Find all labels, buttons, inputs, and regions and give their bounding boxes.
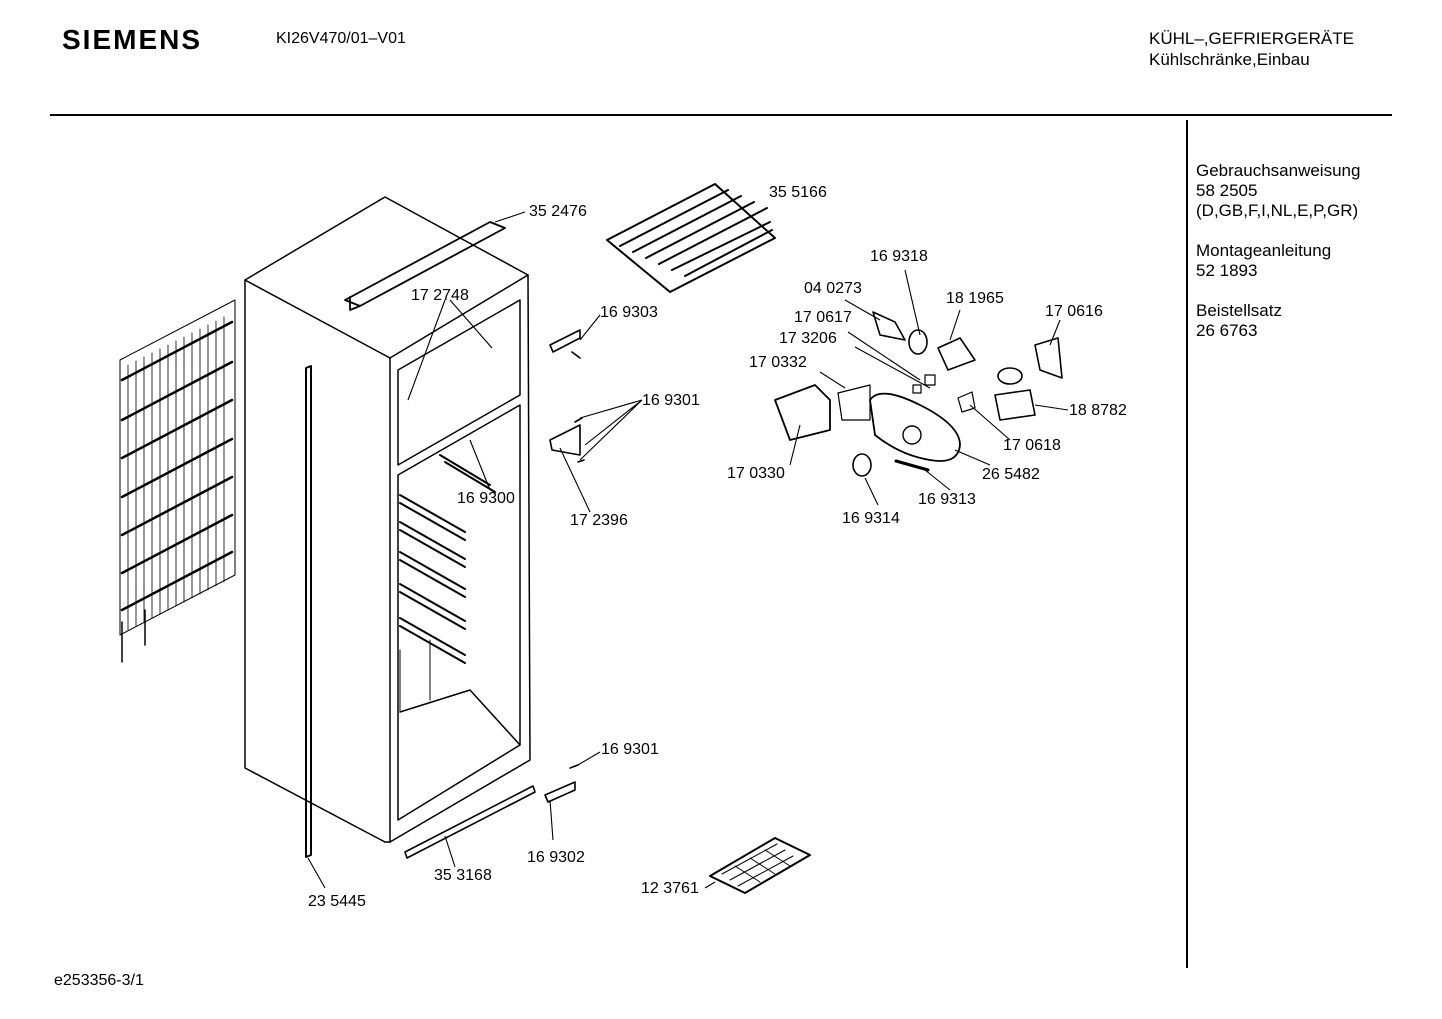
sidebar-divider xyxy=(1186,120,1188,968)
ice-tray xyxy=(709,837,811,894)
doc-installation-number: 52 1893 xyxy=(1196,261,1258,280)
doc-manual-number: 58 2505 xyxy=(1196,181,1258,200)
part-label-170330: 17 0330 xyxy=(727,465,785,482)
part-label-235445: 23 5445 xyxy=(308,893,366,910)
part-labels: 35 2476 35 5166 17 2748 16 9303 16 9301 … xyxy=(308,184,1127,910)
header-divider xyxy=(50,114,1392,116)
doc-manual-title: Gebrauchsanweisung xyxy=(1196,161,1361,180)
part-label-169302: 16 9302 xyxy=(527,849,585,866)
part-label-173206: 17 3206 xyxy=(779,330,837,347)
part-label-040273: 04 0273 xyxy=(804,280,862,297)
brand-logo: SIEMENS xyxy=(62,24,203,55)
doc-kit-number: 26 6763 xyxy=(1196,321,1258,340)
hinge-upper xyxy=(549,329,581,359)
leader-lines xyxy=(307,211,1069,889)
part-label-169301-upper: 16 9301 xyxy=(642,392,700,409)
hinge-middle xyxy=(549,417,585,463)
part-label-169313: 16 9313 xyxy=(918,491,976,508)
part-label-169303: 16 9303 xyxy=(600,304,658,321)
part-label-170332: 17 0332 xyxy=(749,354,807,371)
part-label-172396: 17 2396 xyxy=(570,512,628,529)
top-rail xyxy=(344,221,506,311)
hinge-lower xyxy=(544,764,579,803)
part-label-169301-lower: 16 9301 xyxy=(601,741,659,758)
part-label-172748: 17 2748 xyxy=(411,287,469,304)
doc-kit-title: Beistellsatz xyxy=(1196,301,1282,320)
drawing-code: e253356-3/1 xyxy=(54,972,144,989)
part-label-265482: 26 5482 xyxy=(982,466,1040,483)
cabinet-shelves xyxy=(399,454,496,664)
condenser-coil xyxy=(119,299,236,663)
part-label-170618: 17 0618 xyxy=(1003,437,1061,454)
cabinet-body xyxy=(244,196,531,858)
part-label-352476: 35 2476 xyxy=(529,203,587,220)
bottom-trim-strip xyxy=(404,785,536,859)
part-label-188782: 18 8782 xyxy=(1069,402,1127,419)
part-label-355166: 35 5166 xyxy=(769,184,827,201)
light-thermostat-assembly xyxy=(774,311,1063,477)
doc-installation-title: Montageanleitung xyxy=(1196,241,1332,260)
wire-shelf xyxy=(606,183,776,293)
part-label-169300: 16 9300 xyxy=(457,490,515,507)
part-label-181965: 18 1965 xyxy=(946,290,1004,307)
part-label-169318: 16 9318 xyxy=(870,248,928,265)
category-title: KÜHL–,GEFRIERGERÄTE xyxy=(1149,29,1354,48)
part-label-123761: 12 3761 xyxy=(641,880,699,897)
doc-manual-languages: (D,GB,F,I,NL,E,P,GR) xyxy=(1196,201,1359,220)
part-label-169314: 16 9314 xyxy=(842,510,900,527)
part-label-170617: 17 0617 xyxy=(794,309,852,326)
part-label-353168: 35 3168 xyxy=(434,867,492,884)
part-label-170616: 17 0616 xyxy=(1045,303,1103,320)
category-subtitle: Kühlschränke,Einbau xyxy=(1149,50,1310,69)
model-number: KI26V470/01–V01 xyxy=(276,30,406,47)
